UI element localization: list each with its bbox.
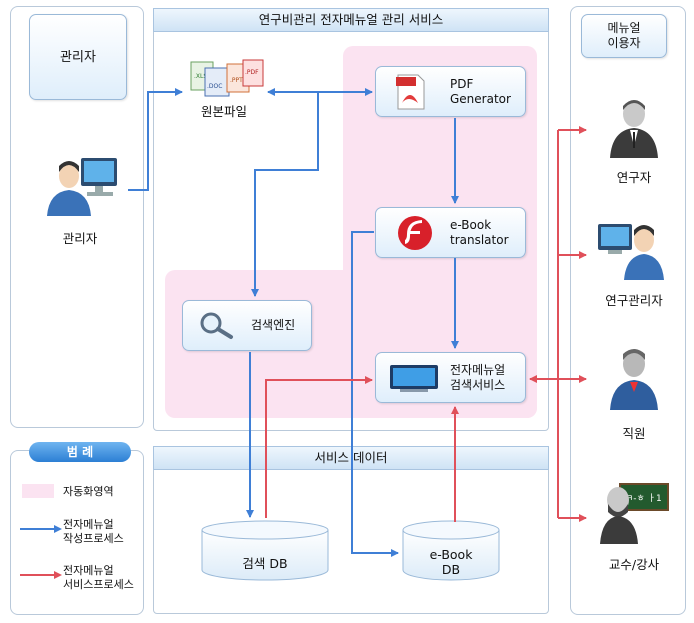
search-db-cylinder: [201, 520, 329, 581]
xls-text: .XLS: [194, 73, 207, 80]
blue-flow: [128, 88, 459, 557]
magnifier-icon: [200, 312, 233, 339]
search-service-line1: 전자메뉴얼: [450, 363, 506, 377]
admin-badge: 관리자: [29, 14, 127, 100]
monitor-icon: [390, 365, 438, 392]
pdf-generator-node: PDF Generator: [375, 66, 526, 117]
ebook-db-line2: DB: [441, 562, 461, 577]
source-files-label: 원본파일: [200, 104, 247, 119]
legend-blue-line1: 전자메뉴얼: [63, 518, 114, 531]
user-label-research-manager: 연구관리자: [605, 293, 663, 308]
ebook-translator-node: e-Book translator: [375, 207, 526, 258]
search-db-label: 검색 DB: [242, 556, 288, 571]
legend-red-arrow: [20, 571, 62, 579]
user-label-professor: 교수/강사: [608, 557, 660, 572]
user-badge-line2: 이용자: [607, 36, 641, 50]
admin-person-icon: [47, 158, 117, 216]
ebook-translator-line2: translator: [450, 233, 509, 247]
pdf-icon: [396, 74, 425, 110]
ebook-db-line1: e-Book: [429, 547, 473, 562]
researcher-icon: [610, 100, 658, 158]
legend-red-line2: 서비스프로세스: [63, 578, 134, 591]
flash-icon: [398, 216, 432, 250]
staff-icon: [610, 349, 658, 410]
admin-badge-label: 관리자: [60, 50, 96, 65]
research-manager-icon: [598, 224, 664, 280]
legend-blue-arrow: [20, 525, 62, 533]
red-flow: [265, 126, 587, 522]
user-badge-line1: 메뉴얼: [607, 21, 641, 35]
search-service-line2: 검색서비스: [450, 378, 506, 392]
chalkboard-text: ㅋ-ㅎ ㅏ1: [625, 493, 662, 504]
admin-person-label: 관리자: [62, 231, 98, 246]
user-badge: 메뉴얼 이용자: [581, 14, 667, 58]
ebook-translator-line1: e-Book: [450, 218, 492, 232]
pdf-file-text: .PDF: [245, 69, 259, 76]
ebook-db-label: e-Book DB: [401, 547, 501, 577]
ebook-db-cylinder: [402, 520, 500, 581]
source-files-icon: .XLS .DOC .PPT .PDF: [190, 59, 264, 97]
user-label-researcher: 연구자: [616, 170, 652, 185]
professor-icon: ㅋ-ㅎ ㅏ1: [600, 483, 669, 544]
search-engine-label: 검색엔진: [251, 318, 296, 332]
search-engine-node: 검색엔진: [182, 300, 312, 351]
pdf-generator-line1: PDF: [450, 77, 474, 91]
ppt-text: .PPT: [230, 77, 243, 84]
legend-blue-line2: 작성프로세스: [63, 532, 124, 545]
legend-title: 범 례: [29, 442, 131, 462]
legend-red-label: 전자메뉴얼 서비스프로세스: [63, 564, 134, 592]
management-service-header: 연구비관리 전자메뉴얼 관리 서비스: [153, 8, 549, 32]
legend-blue-label: 전자메뉴얼 작성프로세스: [63, 518, 124, 546]
doc-text: .DOC: [207, 83, 222, 90]
pdf-generator-line2: Generator: [450, 92, 511, 106]
user-label-staff: 직원: [622, 426, 646, 441]
legend-auto-zone-label: 자동화영역: [63, 485, 114, 498]
search-service-node: 전자메뉴얼 검색서비스: [375, 352, 526, 403]
legend-auto-zone-swatch: [22, 484, 54, 498]
legend-red-line1: 전자메뉴얼: [63, 564, 114, 577]
legend-title-text: 범 례: [66, 445, 94, 459]
